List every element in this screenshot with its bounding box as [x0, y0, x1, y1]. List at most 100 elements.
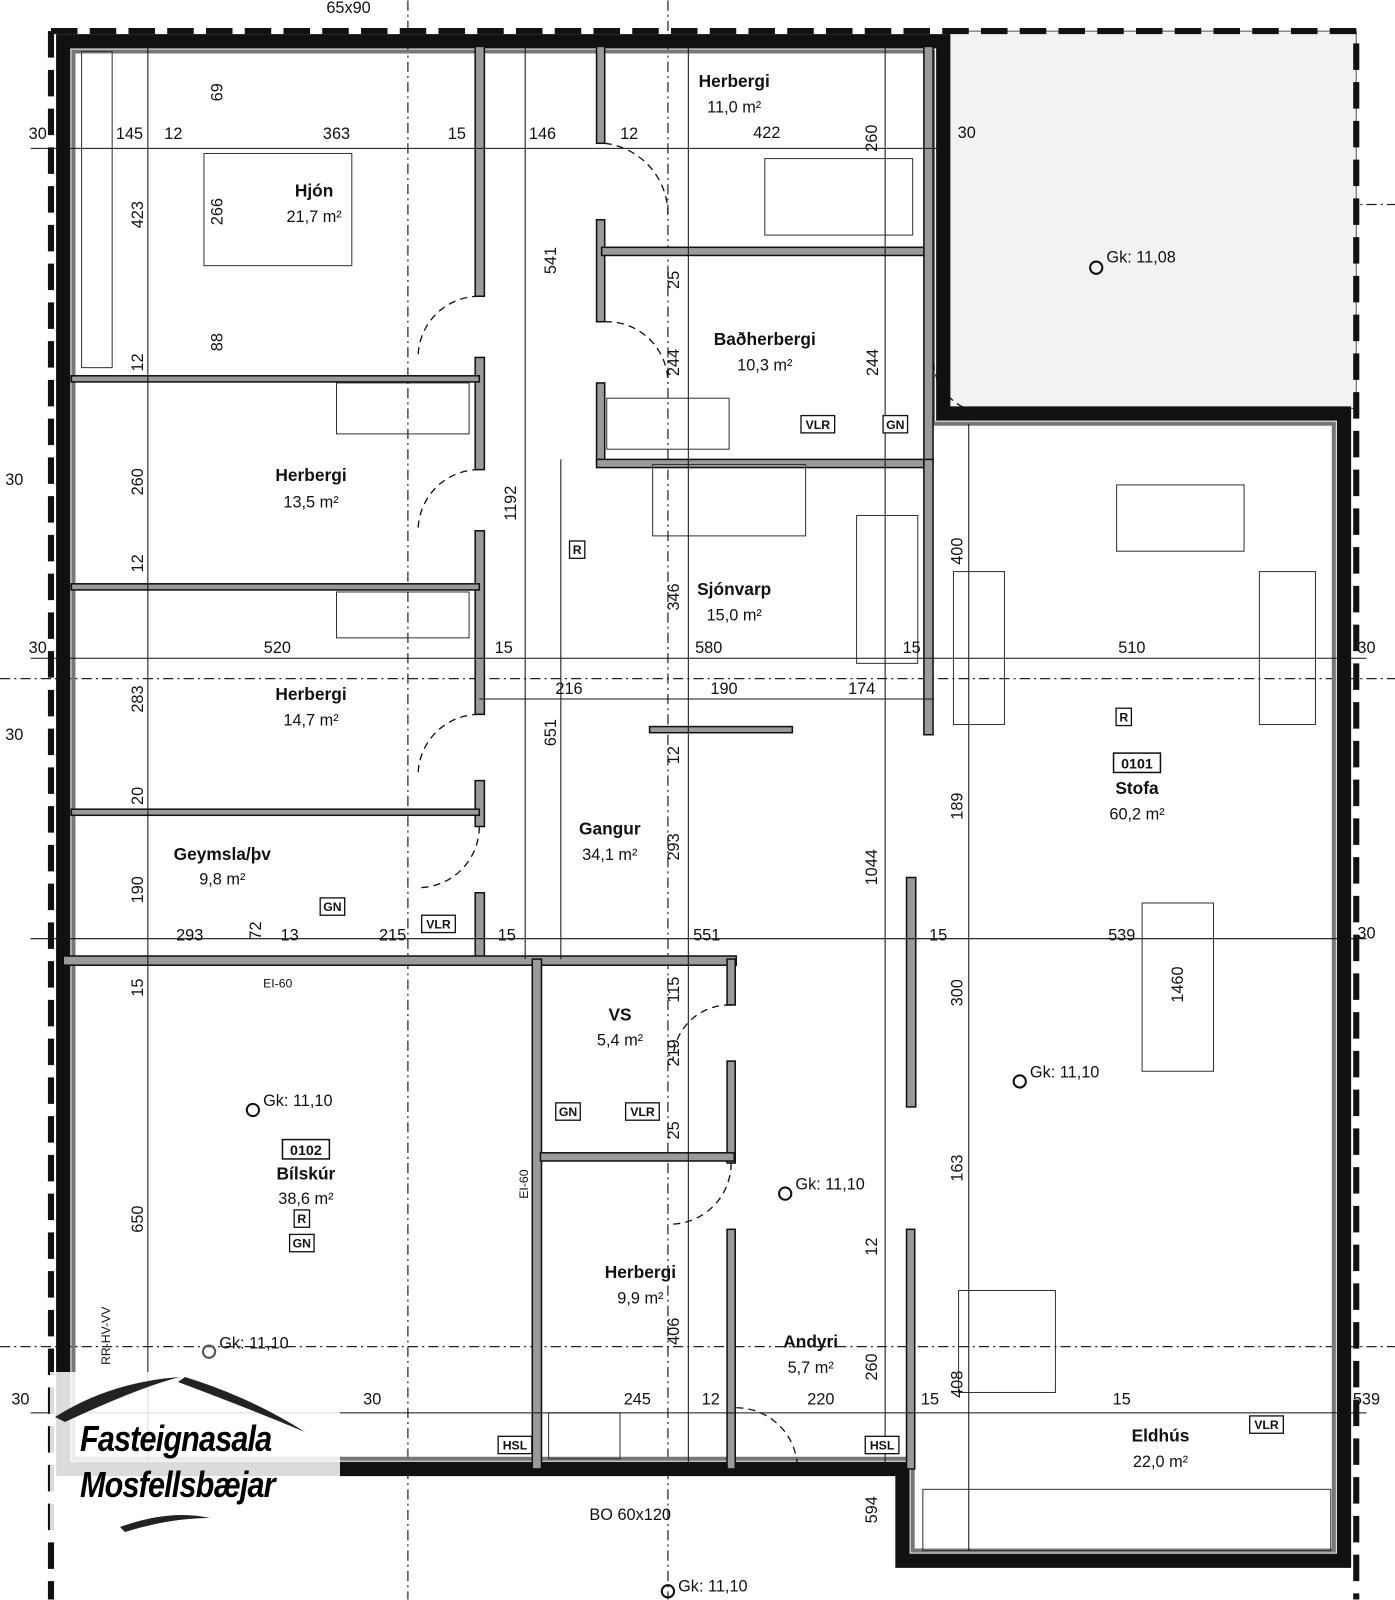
tag-label: VLR: [630, 1105, 655, 1119]
tag-gn: GN: [555, 1102, 581, 1121]
tag-label: GN: [293, 1237, 311, 1251]
insulation-line: [47, 28, 1360, 1600]
tag-label: VLR: [1254, 1418, 1279, 1432]
dimension-label: 15: [929, 927, 947, 945]
kitchen-island: [958, 1289, 1056, 1393]
dimension-label: 72: [247, 921, 265, 939]
dimension-label: 594: [863, 1496, 881, 1523]
room-name: Stofa: [1115, 778, 1159, 798]
dimension-label: 1044: [863, 849, 881, 885]
dimension-label: 30: [29, 639, 47, 657]
dimension-label: 245: [624, 1391, 651, 1409]
dimension-label: 423: [129, 201, 147, 228]
armchair-right: [1258, 571, 1316, 726]
tag-label: VLR: [426, 917, 451, 931]
tag-vlr: VLR: [624, 1102, 660, 1121]
room-area: 9,8 m²: [199, 871, 246, 889]
outer-wall: [56, 34, 1352, 1568]
dimension-label: 520: [264, 639, 291, 657]
dimension-label: 300: [949, 979, 967, 1006]
room-name: Herbergi: [605, 1262, 676, 1282]
room-area: 10,3 m²: [737, 357, 793, 375]
room-herbergi-147: Herbergi 14,7 m²: [275, 684, 346, 729]
dimension-label: 266: [208, 198, 226, 225]
dimension-label: 12: [129, 353, 147, 371]
tag-r: R: [293, 1209, 311, 1228]
level-marker-andyri: Gk: 11,10: [778, 1176, 865, 1201]
room-name: Andyri: [783, 1332, 838, 1352]
tag-gn: GN: [882, 414, 909, 434]
room-area: 5,7 m²: [788, 1359, 835, 1377]
dining-table: [1141, 902, 1214, 1072]
sofa-stofa: [1116, 484, 1245, 552]
room-area: 15,0 m²: [707, 607, 763, 625]
dimension-label: 15: [1113, 1391, 1131, 1409]
dimension-label: 145: [116, 125, 143, 143]
dimension-label: 69: [208, 83, 226, 101]
room-stofa: 0101 Stofa 60,2 m²: [1109, 752, 1165, 823]
room-name: Geymsla/þv: [174, 844, 272, 864]
tag-label: HSL: [870, 1439, 895, 1453]
dimension-label: 244: [864, 349, 882, 376]
room-number: 0101: [1121, 756, 1153, 772]
room-name: Baðherbergi: [714, 329, 816, 349]
room-area: 60,2 m²: [1109, 805, 1165, 823]
room-andyri: Andyri 5,7 m²: [783, 1332, 838, 1377]
dimension-label: 20: [129, 787, 147, 805]
room-area: 5,4 m²: [597, 1032, 644, 1050]
bed-herbergi-ne: [764, 158, 914, 236]
dimension-label: 293: [176, 927, 203, 945]
dimension-label: 408: [949, 1371, 967, 1398]
interior-walls: [62, 45, 934, 1470]
dimension-label: 510: [1118, 639, 1145, 657]
dimension-label: 163: [949, 1155, 967, 1182]
level-marker-bilskur-2: Gk: 11,10: [201, 1335, 289, 1359]
room-number: 0102: [290, 1143, 322, 1159]
logo-line-2: Mosfellsbæjar: [80, 1464, 276, 1505]
level-label: Gk: 11,10: [795, 1176, 864, 1194]
room-herbergi-ne: Herbergi 11,0 m²: [699, 71, 770, 116]
dimension-label: 30: [5, 471, 23, 489]
door-swings: [417, 142, 990, 1469]
dimension-label: 115: [665, 977, 683, 1003]
room-badherbergi: Baðherbergi 10,3 m²: [714, 329, 816, 374]
dimension-label: 88: [208, 333, 226, 351]
dimension-label: 15: [921, 1391, 939, 1409]
dimension-label: 400: [949, 538, 967, 565]
room-vs: VS 5,4 m²: [597, 1004, 644, 1049]
wardrobe-147: [336, 591, 470, 639]
dimension-label: 260: [863, 1353, 881, 1380]
tag-label: R: [1119, 710, 1128, 724]
dimension-label: 30: [5, 726, 23, 744]
dimension-label: 293: [665, 833, 683, 860]
room-bilskur: 0102 Bílskúr 38,6 m²: [277, 1138, 336, 1208]
dimension-label: 12: [620, 125, 638, 143]
armchair-left: [952, 571, 1005, 726]
room-area: 34,1 m²: [582, 846, 638, 864]
tag-label: R: [573, 543, 582, 557]
dimension-label: 541: [542, 247, 560, 274]
fire-rating-label: EI-60: [517, 1169, 531, 1198]
dimension-label: 220: [807, 1391, 834, 1409]
dimension-label: 12: [665, 746, 683, 764]
level-marker-bilskur: Gk: 11,10: [245, 1092, 333, 1118]
level-label: Gk: 11,10: [263, 1092, 332, 1110]
dimension-label: 422: [753, 124, 780, 142]
kitchen-counter: [922, 1488, 1332, 1552]
dimension-label: 406: [665, 1318, 683, 1345]
bathtub: [606, 397, 730, 450]
dimension-label: 25: [665, 1121, 683, 1139]
room-area: 9,9 m²: [617, 1290, 664, 1308]
furniture: [81, 51, 1332, 1552]
tag-gn: GN: [319, 897, 346, 916]
dimension-label: 15: [129, 979, 147, 997]
bed-hjon: [203, 152, 353, 267]
room-area: 38,6 m²: [278, 1190, 334, 1208]
dimension-label: 30: [958, 124, 976, 142]
dimension-lines: [30, 41, 1367, 1551]
level-label: Gk: 11,08: [1106, 249, 1175, 267]
roof-logo-icon: [55, 1377, 305, 1532]
dimension-label: 580: [695, 639, 722, 657]
dimension-label: 260: [129, 468, 147, 495]
wardrobe-135: [336, 382, 470, 435]
